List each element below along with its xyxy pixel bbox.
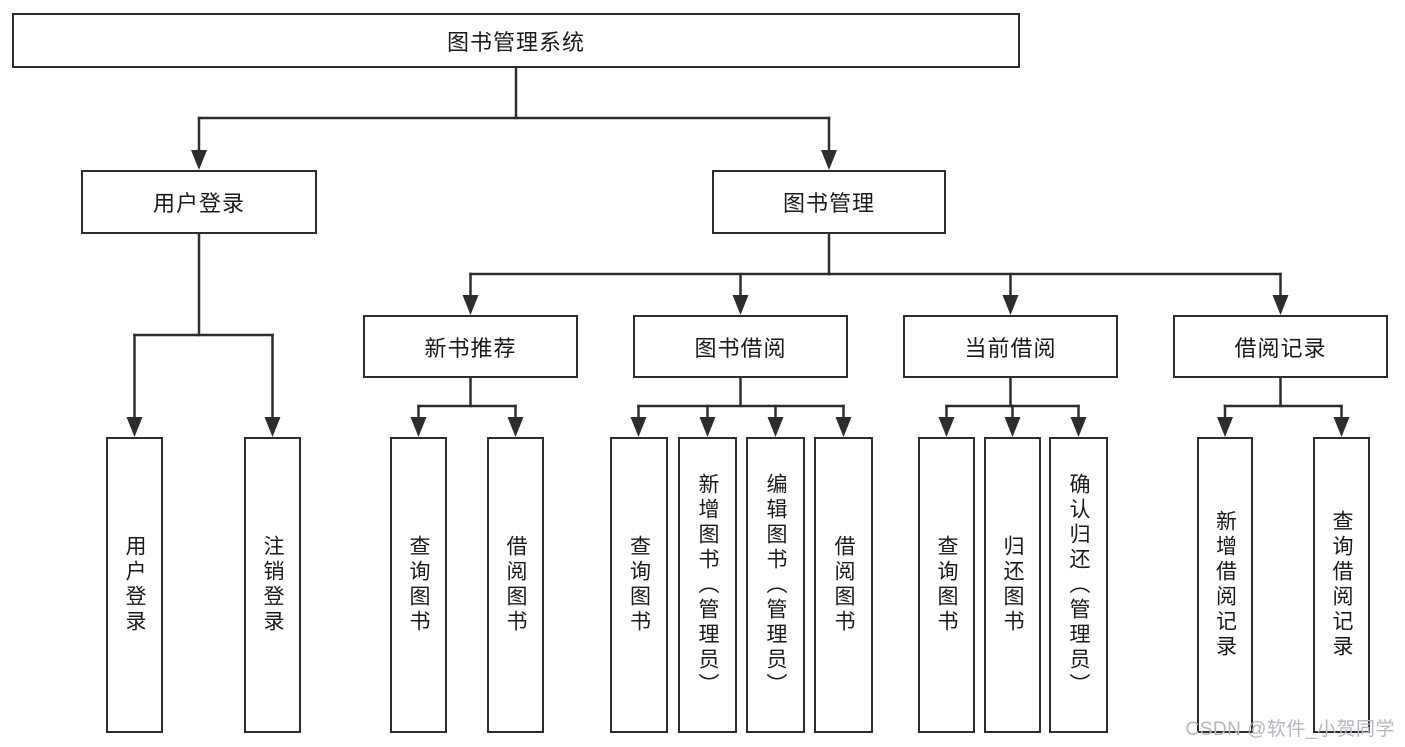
node-book-borrow: 图书借阅 (633, 315, 848, 378)
leaf-borrow-add-book-label: 新增图书（管理员） (696, 472, 719, 698)
leaf-current-confirm-return: 确认归还（管理员） (1049, 437, 1108, 733)
node-current-borrow: 当前借阅 (903, 315, 1118, 378)
leaf-current-query-book: 查询图书 (918, 437, 975, 733)
leaf-recommend-query-book-label: 查询图书 (407, 535, 430, 635)
node-borrow-record-label: 借阅记录 (1234, 335, 1327, 361)
leaf-record-add: 新增借阅记录 (1197, 437, 1253, 733)
leaf-user-login: 用户登录 (106, 437, 163, 733)
node-new-book-recommend: 新书推荐 (363, 315, 578, 378)
leaf-record-query: 查询借阅记录 (1313, 437, 1370, 733)
node-current-borrow-label: 当前借阅 (964, 335, 1057, 361)
leaf-current-return-book-label: 归还图书 (1001, 535, 1024, 635)
leaf-current-query-book-label: 查询图书 (935, 535, 958, 635)
leaf-logout: 注销登录 (244, 437, 301, 733)
csdn-watermark: CSDN @软件_小贺同学 (1185, 719, 1395, 740)
node-book-management-label: 图书管理 (782, 191, 875, 216)
leaf-current-confirm-return-label: 确认归还（管理员） (1067, 472, 1090, 698)
leaf-record-query-label: 查询借阅记录 (1330, 510, 1353, 660)
leaf-borrow-borrow-book-label: 借阅图书 (832, 535, 855, 635)
leaf-record-add-label: 新增借阅记录 (1213, 510, 1237, 660)
node-new-book-recommend-label: 新书推荐 (424, 335, 517, 361)
node-borrow-record: 借阅记录 (1173, 315, 1388, 378)
node-user-login: 用户登录 (81, 170, 317, 234)
leaf-borrow-query-book-label: 查询图书 (627, 535, 651, 635)
leaf-borrow-query-book: 查询图书 (610, 437, 668, 733)
node-book-management: 图书管理 (712, 170, 946, 234)
leaf-borrow-edit-book: 编辑图书（管理员） (746, 437, 805, 733)
node-user-login-label: 用户登录 (152, 191, 245, 216)
leaf-recommend-borrow-book: 借阅图书 (487, 437, 544, 733)
leaf-recommend-query-book: 查询图书 (390, 437, 447, 733)
leaf-current-return-book: 归还图书 (984, 437, 1041, 733)
node-root-label: 图书管理系统 (446, 29, 585, 55)
leaf-logout-label: 注销登录 (261, 535, 284, 635)
leaf-user-login-label: 用户登录 (123, 535, 146, 635)
leaf-borrow-borrow-book: 借阅图书 (814, 437, 873, 733)
leaf-borrow-add-book: 新增图书（管理员） (678, 437, 737, 733)
leaf-recommend-borrow-book-label: 借阅图书 (504, 535, 527, 635)
leaf-borrow-edit-book-label: 编辑图书（管理员） (764, 472, 787, 698)
node-root: 图书管理系统 (12, 13, 1020, 68)
node-book-borrow-label: 图书借阅 (694, 335, 787, 361)
